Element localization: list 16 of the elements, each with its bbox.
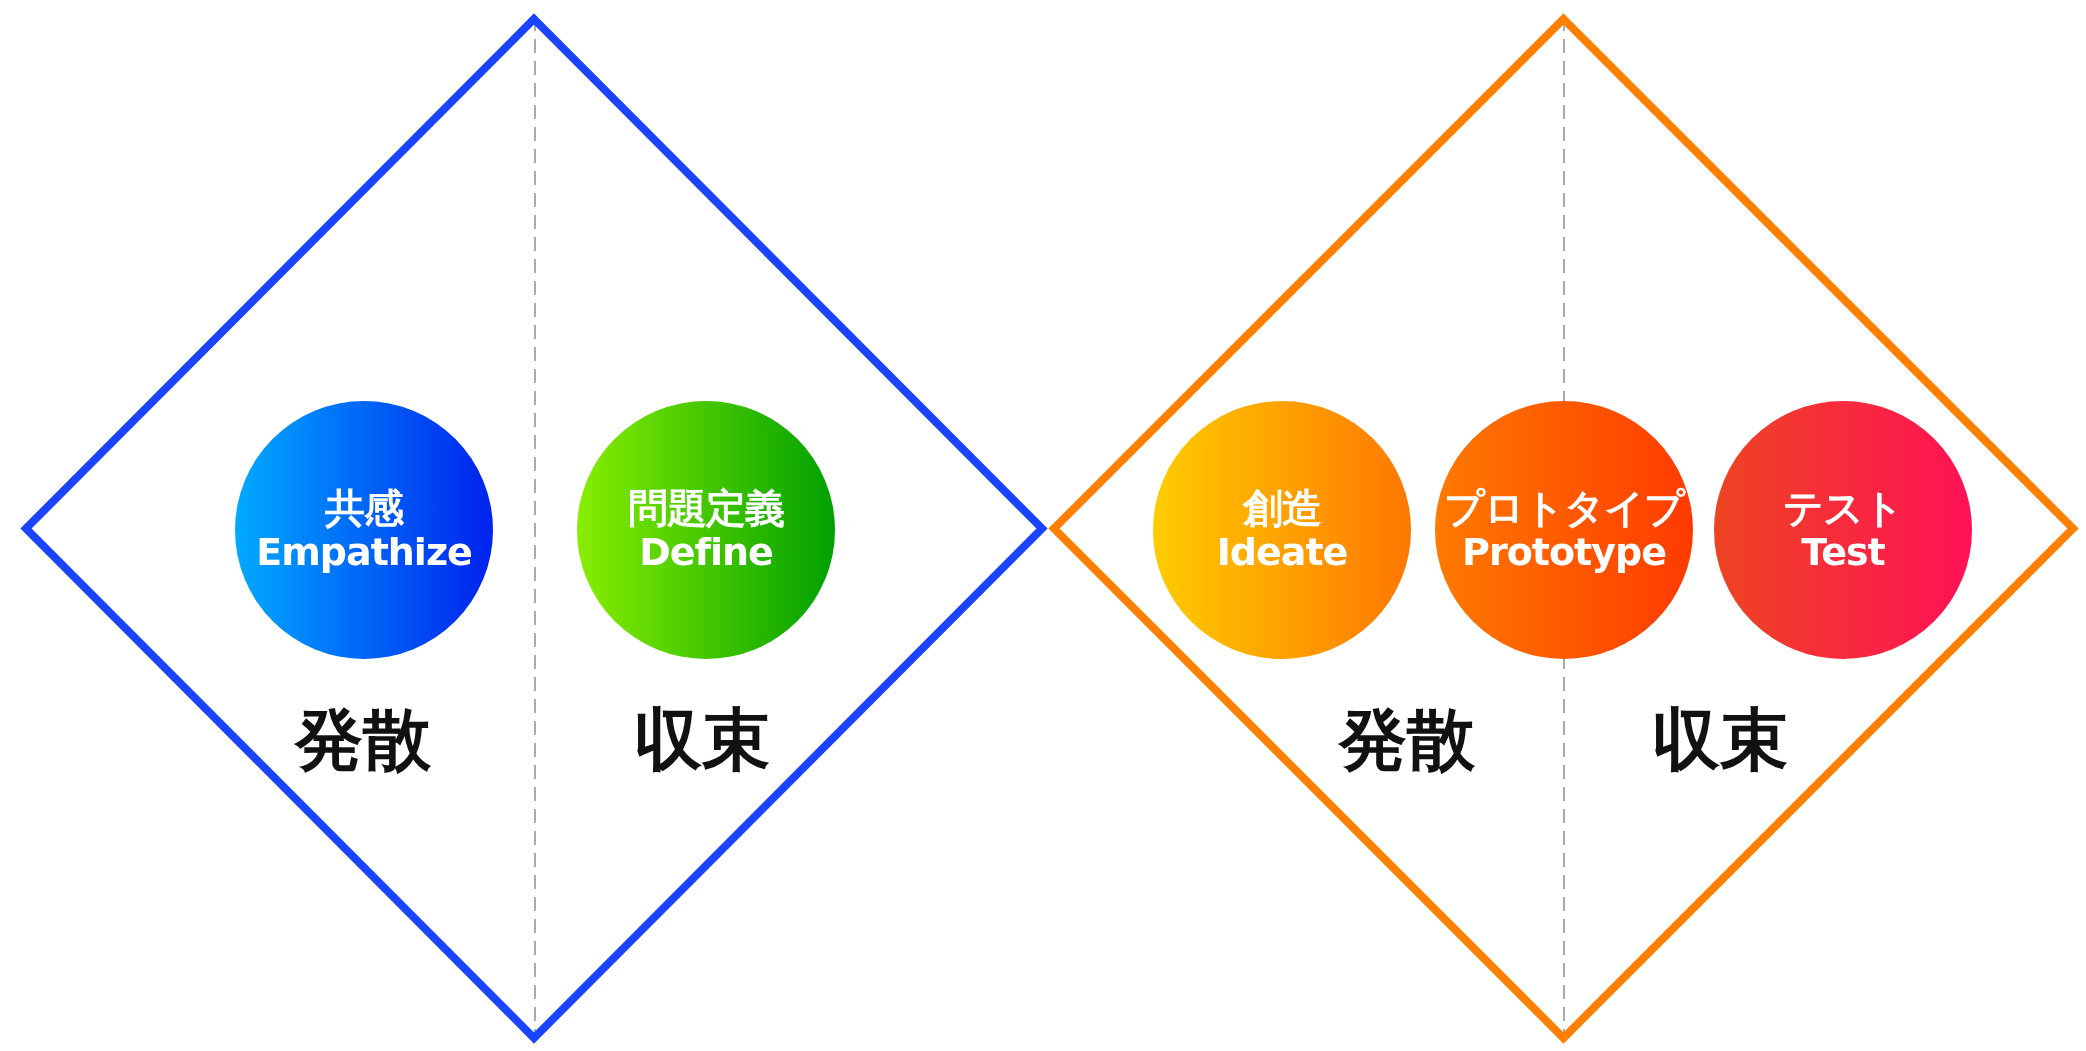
phase-name: テスト xyxy=(1783,485,1903,532)
phase-name: 問題定義 xyxy=(628,485,784,532)
phase-name: プロトタイプ xyxy=(1444,485,1684,532)
phase-name: 創造 xyxy=(1243,485,1321,532)
phase-english-name: Empathize xyxy=(256,531,472,575)
phase-english-name: Define xyxy=(639,531,773,575)
diamond-outline xyxy=(1046,11,2081,1046)
phase-english-name: Prototype xyxy=(1462,531,1666,575)
phase-label: 収束 xyxy=(634,698,770,781)
phase-english-name: Ideate xyxy=(1216,531,1348,575)
phase-label: 収束 xyxy=(1652,698,1788,781)
phase-label: 発散 xyxy=(1339,698,1475,781)
phase-name: 共感 xyxy=(325,485,403,532)
diamond-outline xyxy=(18,11,1050,1046)
phase-english-name: Test xyxy=(1801,531,1885,575)
phase-label: 発散 xyxy=(295,698,431,781)
